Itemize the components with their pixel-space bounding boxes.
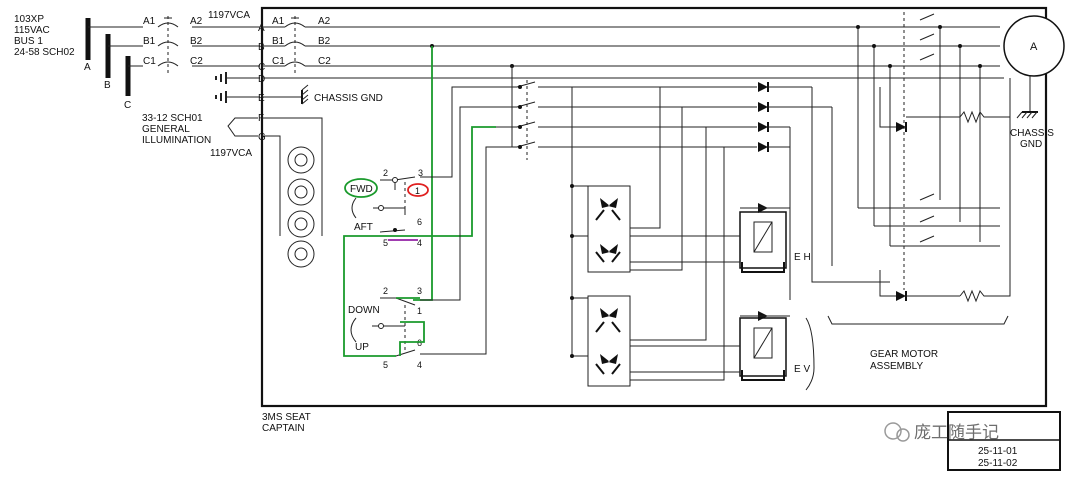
svg-text:3: 3 [417, 286, 422, 296]
svg-text:A2: A2 [318, 16, 331, 27]
phase-a-label: A [84, 62, 91, 73]
connector-1197vca: 1197VCA 1197VCA A B C D E F G [208, 10, 266, 160]
down-label: DOWN [348, 305, 380, 316]
svg-text:1: 1 [417, 306, 422, 316]
gear-motor-label-line1: GEAR MOTOR [870, 349, 938, 360]
seat-enclosure [260, 6, 1048, 408]
bus-label-line1: 103XP [14, 14, 44, 25]
motor-feed-wires [262, 26, 1004, 79]
fwd-highlight [344, 178, 378, 198]
svg-text:6: 6 [417, 338, 422, 348]
svg-text:33-12 SCH01: 33-12 SCH01 [142, 113, 203, 124]
bus-breaker-group: A1 A2 B1 B2 C1 C2 [143, 16, 203, 76]
ref-line1: 25-11-01 [978, 446, 1018, 457]
gear-motor-label-line2: ASSEMBLY [870, 361, 923, 372]
svg-text:4: 4 [417, 360, 422, 370]
svg-text:GENERAL: GENERAL [142, 124, 190, 135]
motor-a: A CHASSIS GND [1003, 15, 1065, 150]
svg-text:A1: A1 [272, 16, 285, 27]
fwd-label: FWD [350, 184, 373, 195]
bus-label-line4: 24-58 SCH02 [14, 47, 75, 58]
bus-bars: A B C [84, 18, 131, 111]
diode-column [758, 82, 832, 152]
breaker-b1-label: B1 [143, 36, 156, 47]
svg-text:B2: B2 [318, 36, 331, 47]
svg-text:5: 5 [383, 238, 388, 248]
gear-motor-relays: GEAR MOTOR ASSEMBLY [789, 12, 1011, 372]
svg-text:5: 5 [383, 360, 388, 370]
phase-c-label: C [124, 100, 131, 111]
motor-label: A [1030, 41, 1038, 53]
connector-label-top: 1197VCA [208, 10, 250, 21]
control-wires [420, 86, 517, 355]
svg-text:CAPTAIN: CAPTAIN [262, 423, 305, 434]
valve-eh: E H [630, 203, 811, 273]
chassis-gnd-label: CHASSIS GND [314, 93, 383, 104]
valve-ev: E V [630, 311, 815, 391]
terminal-1-highlight [407, 183, 429, 197]
watermark: 庞工随手记 [884, 422, 999, 442]
seat-label: 3MS SEAT CAPTAIN [262, 412, 311, 434]
up-label: UP [355, 342, 369, 353]
svg-text:C1: C1 [272, 56, 285, 67]
reference-box: 25-11-01 25-11-02 [947, 411, 1061, 471]
motor-gnd-line2: GND [1020, 139, 1042, 150]
watermark-text: 庞工随手记 [914, 423, 999, 442]
ground-symbols-left [215, 72, 260, 103]
svg-text:1: 1 [415, 186, 420, 196]
connector-label-bottom: 1197VCA [210, 148, 252, 159]
svg-text:C2: C2 [318, 56, 331, 67]
svg-text:6: 6 [417, 217, 422, 227]
svg-text:2: 2 [383, 286, 388, 296]
illumination-label: 33-12 SCH01 GENERAL ILLUMINATION [142, 113, 211, 146]
chassis-ground-inner: CHASSIS GND [262, 84, 383, 105]
bridge-rectifiers [570, 87, 725, 387]
valve-ev-label: E V [794, 364, 810, 375]
svg-text:4: 4 [417, 238, 422, 248]
svg-text:3MS SEAT: 3MS SEAT [262, 412, 311, 423]
breaker-a2-label: A2 [190, 16, 203, 27]
breaker-b2-label: B2 [190, 36, 203, 47]
phase-b-label: B [104, 80, 111, 91]
valve-eh-label: E H [794, 252, 811, 263]
breaker-c2-label: C2 [190, 56, 203, 67]
motor-gnd-line1: CHASSIS [1010, 128, 1054, 139]
aft-label: AFT [354, 222, 373, 233]
svg-text:2: 2 [383, 168, 388, 178]
relay-contacts [511, 66, 757, 160]
switch-fwd-aft: FWD AFT 2 3 5 4 6 1 [344, 168, 429, 248]
breaker-a1-label: A1 [143, 16, 156, 27]
phase-wires-left [88, 26, 260, 67]
bus-label-line2: 115VAC [14, 25, 50, 36]
svg-text:3: 3 [418, 168, 423, 178]
inner-breaker-group: A1 A2 B1 B2 C1 C2 [262, 16, 331, 76]
ref-line2: 25-11-02 [978, 458, 1018, 469]
bus-label: 103XP 115VAC BUS 1 24-58 SCH02 [14, 14, 75, 58]
svg-text:ILLUMINATION: ILLUMINATION [142, 135, 211, 146]
breaker-c1-label: C1 [143, 56, 156, 67]
illumination-bracket [227, 117, 258, 137]
svg-text:B1: B1 [272, 36, 285, 47]
lamp-panel [262, 117, 323, 268]
bus-label-line3: BUS 1 [14, 36, 43, 47]
